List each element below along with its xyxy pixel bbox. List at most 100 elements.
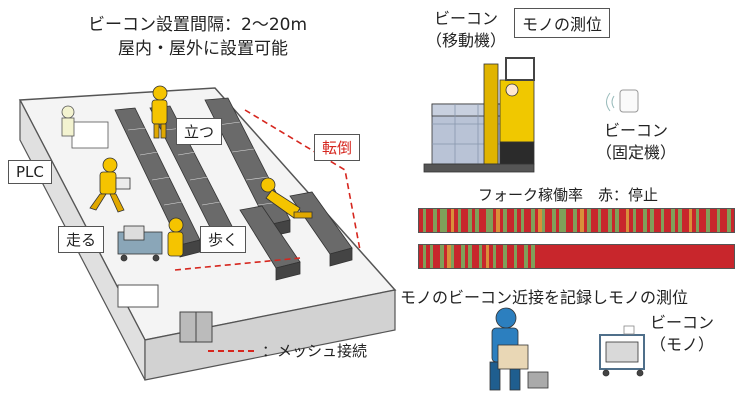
timeline-segment — [513, 209, 518, 232]
timeline-segment — [440, 245, 445, 268]
timeline-segment — [636, 245, 641, 268]
timeline-segment — [541, 209, 546, 232]
timeline-segment — [517, 209, 522, 232]
timeline-segment — [471, 209, 476, 232]
timeline-segment — [454, 209, 459, 232]
walk-label: 歩く — [200, 226, 247, 253]
timeline-segment — [667, 245, 672, 268]
timeline-segment — [552, 209, 557, 232]
timeline-segment — [692, 209, 697, 232]
timeline-segment — [468, 209, 473, 232]
timeline-segment — [429, 209, 434, 232]
timeline-segment — [653, 245, 658, 268]
timeline-segment — [485, 209, 490, 232]
timeline-segment — [562, 245, 567, 268]
timeline-segment — [671, 209, 676, 232]
timeline-segment — [513, 245, 518, 268]
timeline-segment — [475, 209, 480, 232]
timeline-segment — [429, 245, 434, 268]
timeline-segment — [503, 245, 508, 268]
mesh-connection-lines — [174, 109, 361, 271]
object-cart — [599, 325, 645, 377]
timeline-segment — [695, 209, 700, 232]
worker-carrying-box — [89, 157, 131, 213]
timeline-segment — [496, 245, 501, 268]
timeline-segment — [555, 209, 560, 232]
timeline-segment — [727, 245, 732, 268]
timeline-segment — [646, 209, 651, 232]
install-location-text: 屋内・屋外に設置可能 — [118, 39, 288, 59]
timeline-segment — [611, 245, 616, 268]
timeline-segment — [576, 209, 581, 232]
worker-standing — [151, 85, 168, 139]
timeline-segment — [538, 209, 543, 232]
timeline-segment — [492, 209, 497, 232]
timeline-segment — [678, 245, 683, 268]
timeline-segment — [730, 209, 734, 232]
timeline-segment — [702, 245, 707, 268]
timeline-segment — [482, 209, 487, 232]
timeline-segment — [699, 209, 704, 232]
timeline-segment — [629, 209, 634, 232]
timeline-segment — [727, 209, 732, 232]
timeline-segment — [590, 245, 595, 268]
timeline-segment — [583, 209, 588, 232]
timeline-segment — [545, 209, 550, 232]
timeline-segment — [499, 209, 504, 232]
timeline-segment — [681, 209, 686, 232]
timeline-segment — [534, 209, 539, 232]
timeline-segment — [433, 209, 438, 232]
timeline-segment — [706, 245, 711, 268]
worker-with-cart — [117, 217, 184, 262]
mobile-beacon-line1: ビーコン — [434, 9, 499, 28]
timeline-segment — [534, 245, 539, 268]
timeline-segment — [678, 209, 683, 232]
timeline-segment — [426, 209, 431, 232]
timeline-segment — [720, 245, 725, 268]
timeline-segment — [461, 245, 466, 268]
mesh-legend-text: ：メッシュ接続 — [262, 342, 368, 360]
timeline-segment — [485, 245, 490, 268]
timeline-segment — [587, 245, 592, 268]
timeline-segment — [541, 245, 546, 268]
timeline-segment — [618, 209, 623, 232]
timeline-segment — [436, 209, 441, 232]
timeline-segment — [597, 245, 602, 268]
timeline-segment — [569, 209, 574, 232]
timeline-segment — [702, 209, 707, 232]
timeline-segment — [464, 209, 469, 232]
timeline-segment — [461, 209, 466, 232]
timeline-segment — [646, 245, 651, 268]
timeline-segment — [524, 209, 529, 232]
timeline-segment — [608, 209, 613, 232]
timeline-segment — [520, 245, 525, 268]
timeline-segment — [688, 245, 693, 268]
timeline-segment — [625, 209, 630, 232]
timeline-segment — [601, 245, 606, 268]
timeline-segment — [695, 245, 700, 268]
timeline-segment — [632, 245, 637, 268]
timeline-segment — [447, 245, 452, 268]
timeline-segment — [723, 209, 728, 232]
timeline-segment — [604, 209, 609, 232]
positioning-box: モノの測位 — [514, 8, 611, 38]
timeline-segment — [468, 245, 473, 268]
timeline-segment — [457, 209, 462, 232]
object-beacon-label: ビーコン （モノ） — [650, 312, 714, 356]
fork-timeline-bar-1 — [418, 208, 735, 233]
timeline-segment — [681, 245, 686, 268]
forklift — [423, 57, 535, 173]
timeline-segment — [709, 209, 714, 232]
timeline-segment — [457, 245, 462, 268]
timeline-segment — [713, 245, 718, 268]
timeline-segment — [436, 245, 441, 268]
timeline-segment — [419, 209, 424, 232]
timeline-segment — [636, 209, 641, 232]
timeline-segment — [590, 209, 595, 232]
object-beacon-line1: ビーコン — [650, 313, 715, 332]
timeline-segment — [576, 245, 581, 268]
timeline-segment — [657, 245, 662, 268]
timeline-segment — [450, 245, 455, 268]
plc-label: PLC — [8, 160, 52, 184]
mobile-beacon-line2: （移動機） — [426, 31, 507, 50]
